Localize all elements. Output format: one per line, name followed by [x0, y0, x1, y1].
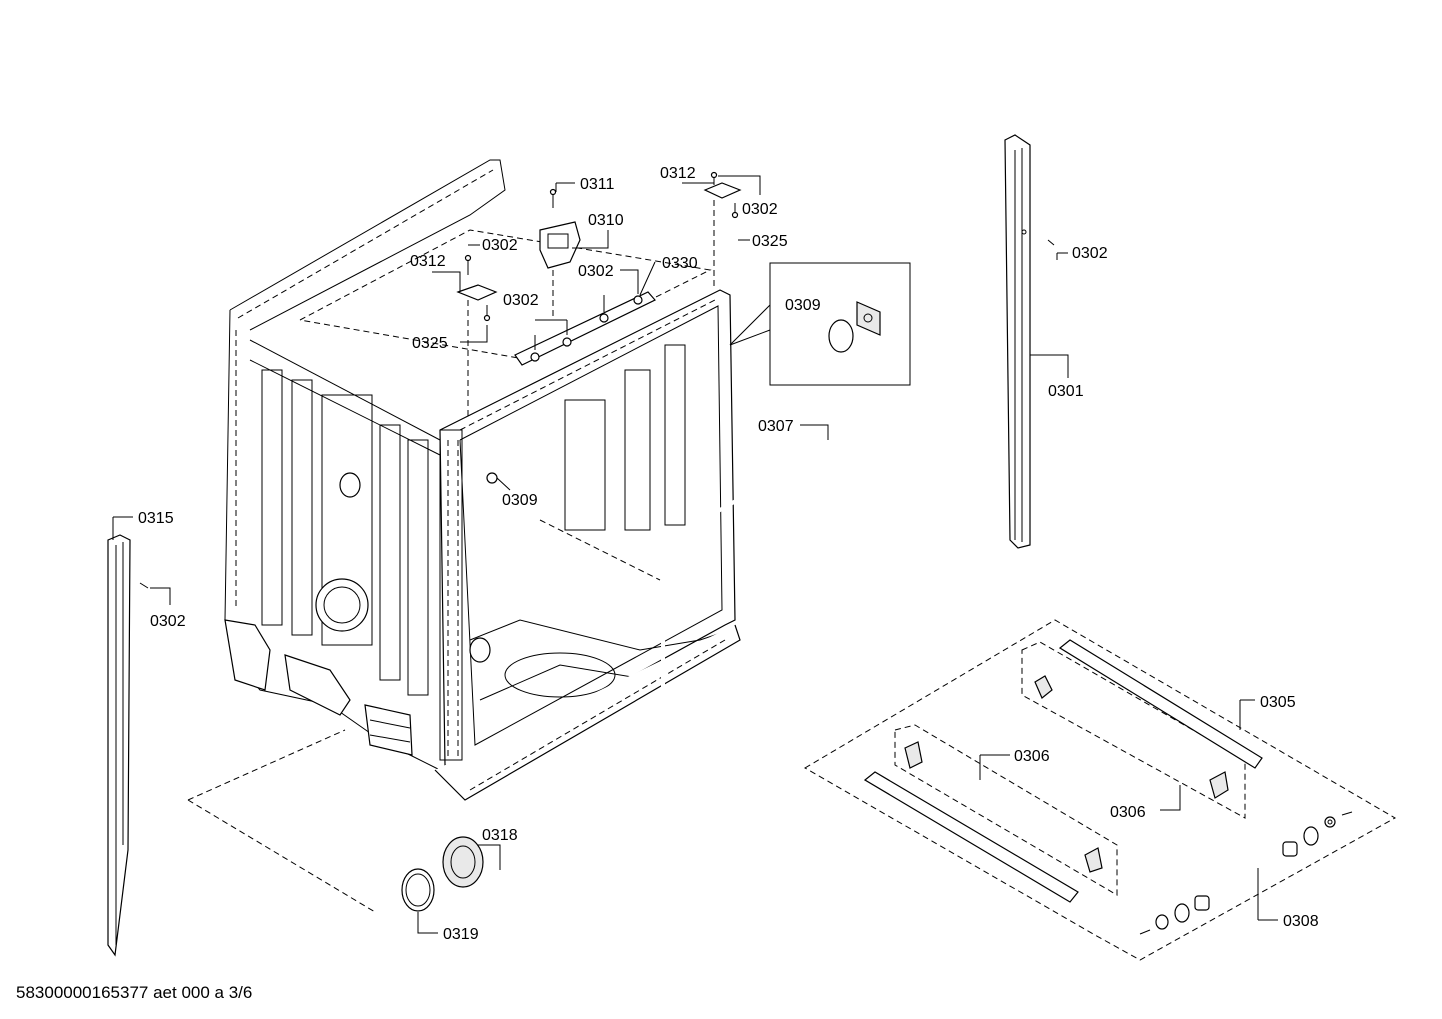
document-id-footer: 58300000165377 aet 000 a 3/6	[16, 983, 252, 1002]
detail-box-0309	[729, 262, 911, 386]
callout-0306-upper: 0306	[1014, 748, 1050, 765]
callout-0302-left-top: 0302	[482, 237, 518, 254]
callout-0330: 0330	[662, 255, 698, 272]
leader-lines	[112, 175, 1278, 934]
callout-0302-bar-left: 0302	[503, 292, 539, 309]
plate-0312-left	[456, 284, 498, 301]
callout-0302-bar-right: 0302	[578, 263, 614, 280]
callout-0305: 0305	[1260, 694, 1296, 711]
rail-0306	[863, 771, 1079, 903]
callout-0325-left: 0325	[412, 335, 448, 352]
callout-0325-right: 0325	[752, 233, 788, 250]
callout-0302-right-top: 0302	[742, 201, 778, 218]
cap-0318	[442, 836, 484, 888]
rail-kit	[804, 619, 1397, 961]
callout-0309-tub: 0309	[502, 492, 538, 509]
callout-0308: 0308	[1283, 913, 1319, 930]
bottom-parts	[187, 729, 484, 913]
callout-0312-right: 0312	[660, 165, 696, 182]
callout-0302-trim-right: 0302	[1072, 245, 1108, 262]
callout-0309-detail: 0309	[785, 297, 821, 314]
screw-0311	[549, 188, 557, 208]
side-trim-0301	[1004, 134, 1055, 549]
side-trim-0315	[107, 534, 149, 957]
seal-0307	[661, 424, 887, 820]
callout-0312-left: 0312	[410, 253, 446, 270]
ring-0319	[401, 868, 435, 912]
callout-0315: 0315	[138, 510, 174, 527]
callout-0306-lower: 0306	[1110, 804, 1146, 821]
callout-0301: 0301	[1048, 383, 1084, 400]
callout-labels: 0311 0310 0312 0302 0325 0312 0302 0325 …	[138, 165, 1319, 943]
rail-0305	[1058, 639, 1263, 769]
bracket-0310	[539, 221, 581, 269]
callout-0310: 0310	[588, 212, 624, 229]
callout-0318: 0318	[482, 827, 518, 844]
top-hardware	[456, 171, 742, 484]
callout-0319: 0319	[443, 926, 479, 943]
callout-0311: 0311	[580, 176, 615, 193]
plate-0312-right	[703, 182, 742, 199]
callout-0302-trim-left: 0302	[150, 613, 186, 630]
callout-0307: 0307	[758, 418, 794, 435]
